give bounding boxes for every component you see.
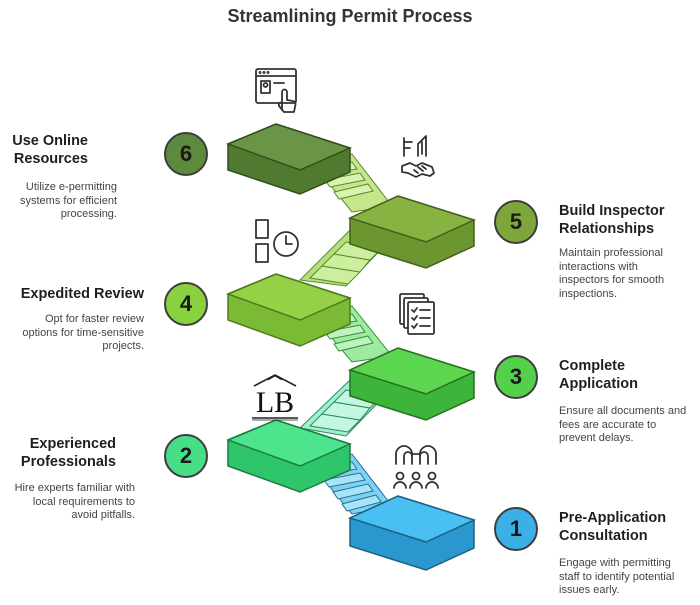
step-1-title: Pre-Application Consultation xyxy=(559,509,666,545)
step-1-desc-line: issues early. xyxy=(559,584,620,596)
step-4-badge: 4 xyxy=(164,282,208,326)
step-2-description: Hire experts familiar with local require… xyxy=(15,482,135,523)
step-4-title: Expedited Review xyxy=(21,285,144,303)
step-5-title: Build Inspector Relationships xyxy=(559,202,665,238)
step-4-desc-line: projects. xyxy=(102,340,144,352)
step-5-desc-line: Maintain professional xyxy=(559,247,663,259)
handshake-icon xyxy=(401,135,435,178)
step-5-title-line: Build Inspector xyxy=(559,203,665,219)
step-1-desc-line: Engage with permitting xyxy=(559,557,671,569)
step-2-badge: 2 xyxy=(164,434,208,478)
step-3-desc-line: fees are accurate to xyxy=(559,418,657,431)
team-icon xyxy=(393,445,439,489)
step-6-title: Use Online Resources xyxy=(12,132,88,168)
document-clock-icon xyxy=(255,219,299,263)
platform-6 xyxy=(225,123,353,195)
step-4-desc-line: options for time-sensitive xyxy=(22,326,144,339)
step-2-title: Experienced Professionals xyxy=(21,435,116,471)
step-5-desc-line: inspectors for smooth xyxy=(559,274,665,286)
step-6-title-line: Use Online xyxy=(12,133,88,149)
step-3-title-line: Complete xyxy=(559,358,626,374)
online-form-icon xyxy=(255,68,297,113)
step-3-desc-line: Ensure all documents and xyxy=(559,405,687,417)
platform-2 xyxy=(225,419,353,493)
step-2-desc-line: local requirements to xyxy=(32,495,135,508)
diagram-title: Streamlining Permit Process xyxy=(227,6,473,26)
documents-checklist-icon xyxy=(399,293,435,335)
logo-text: LB xyxy=(256,386,294,419)
logo-seal-icon: LB xyxy=(252,374,298,421)
step-3-desc-line: prevent delays. xyxy=(559,432,634,444)
step-5-desc-line: inspections. xyxy=(559,287,618,300)
step-1-description: Engage with permitting staff to identify… xyxy=(559,557,674,598)
step-5-badge: 5 xyxy=(494,200,538,244)
step-1-badge: 1 xyxy=(494,507,538,551)
stair-flight-4-5 xyxy=(298,229,396,287)
platform-1 xyxy=(347,495,477,571)
step-2-title-line: Experienced xyxy=(29,436,116,452)
platform-3 xyxy=(347,347,477,421)
step-4-title-line: Expedited Review xyxy=(20,286,144,302)
step-4-description: Opt for faster review options for time-s… xyxy=(22,313,144,354)
step-6-description: Utilize e-permitting systems for efficie… xyxy=(20,181,117,222)
step-3-title: Complete Application xyxy=(559,357,638,393)
step-3-title-line: Application xyxy=(559,376,638,392)
step-1-title-line: Pre-Application xyxy=(559,510,667,526)
step-5-desc-line: interactions with xyxy=(559,260,638,273)
step-6-desc-line: systems for efficient xyxy=(20,194,117,207)
step-2-desc-line: Hire experts familiar with xyxy=(14,482,135,494)
platform-4 xyxy=(225,273,353,347)
step-2-desc-line: avoid pitfalls. xyxy=(71,509,135,521)
step-1-title-line: Consultation xyxy=(559,528,648,544)
step-1-desc-line: staff to identify potential xyxy=(559,570,675,583)
step-5-title-line: Relationships xyxy=(559,221,655,237)
step-2-title-line: Professionals xyxy=(20,454,116,470)
step-6-title-line: Resources xyxy=(13,151,88,167)
step-3-description: Ensure all documents and fees are accura… xyxy=(559,405,686,446)
step-6-desc-line: Utilize e-permitting xyxy=(25,181,117,193)
step-6-badge: 6 xyxy=(164,132,208,176)
step-3-badge: 3 xyxy=(494,355,538,399)
step-4-desc-line: Opt for faster review xyxy=(44,313,144,325)
step-5-description: Maintain professional interactions with … xyxy=(559,247,664,301)
step-6-desc-line: processing. xyxy=(60,208,117,220)
platform-5 xyxy=(347,195,477,269)
